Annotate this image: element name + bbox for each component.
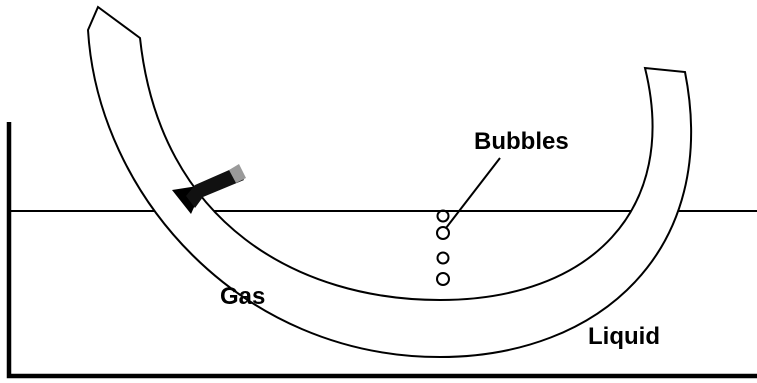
bubbles-label: Bubbles bbox=[474, 128, 569, 155]
bubble bbox=[436, 272, 450, 286]
liquid-label: Liquid bbox=[588, 323, 660, 350]
side-connector bbox=[172, 164, 246, 214]
bubbles bbox=[436, 209, 450, 286]
curved-tube bbox=[86, 5, 693, 359]
bubbles-leader-line bbox=[445, 157, 501, 229]
bubble bbox=[436, 226, 450, 240]
gas-label: Gas bbox=[220, 283, 265, 310]
container bbox=[6, 122, 757, 379]
bubble bbox=[436, 251, 450, 265]
bubble bbox=[436, 209, 450, 223]
